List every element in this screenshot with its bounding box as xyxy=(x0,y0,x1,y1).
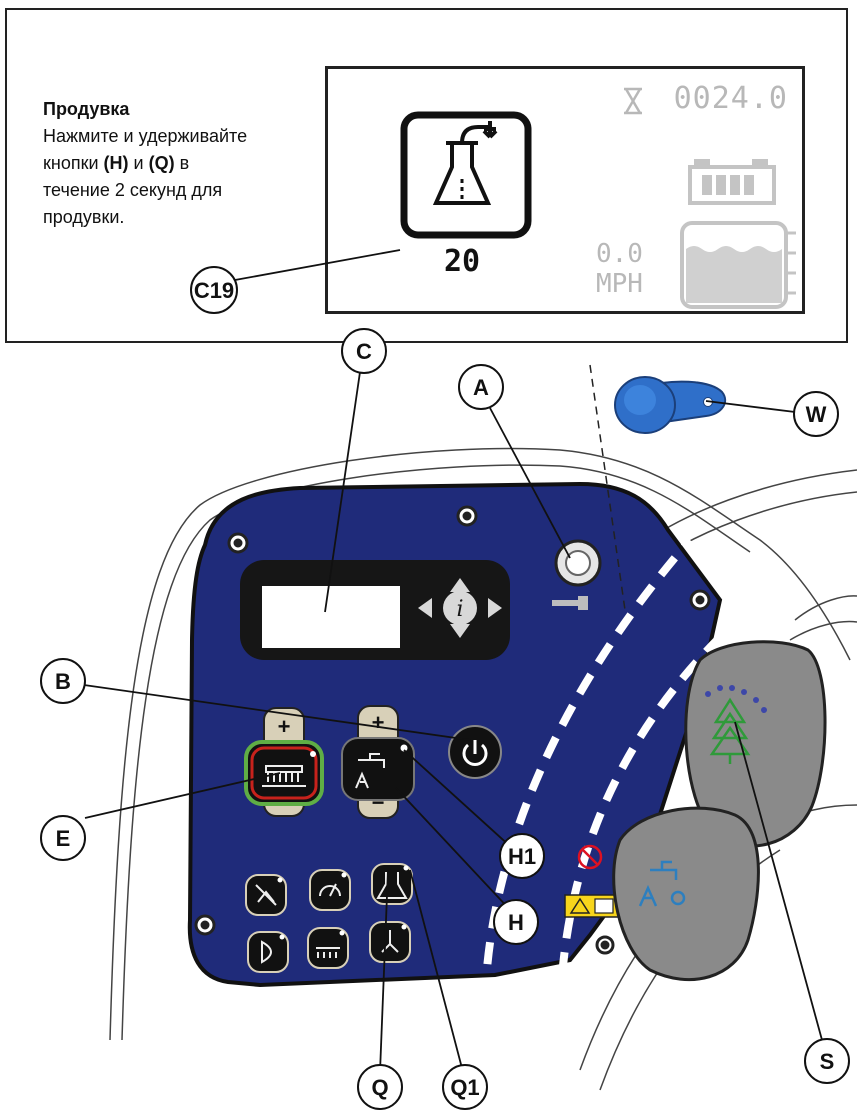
instruction-line4: продувки. xyxy=(43,207,125,227)
battery-icon xyxy=(688,159,776,205)
button-vacuum[interactable] xyxy=(369,921,411,963)
svg-text:S: S xyxy=(820,1049,835,1074)
callout-c19: C19 xyxy=(190,266,238,314)
solution-tap-icon xyxy=(638,860,686,907)
tree-scent-icon xyxy=(709,697,751,764)
instruction-line1: Нажмите и удерживайте xyxy=(43,126,248,146)
callout-a: A xyxy=(458,364,504,410)
callout-h1: H1 xyxy=(499,833,545,879)
svg-text:C: C xyxy=(356,339,372,364)
key-q-ref: (Q) xyxy=(148,153,175,173)
callout-s: S xyxy=(804,1038,850,1084)
purge-info-box: Продувка Нажмите и удерживайте кнопки (H… xyxy=(5,8,848,343)
safety-labels xyxy=(564,844,620,918)
solution-tap-icon xyxy=(355,753,385,789)
svg-text:C19: C19 xyxy=(194,278,234,303)
scrub-plus-icon[interactable]: + xyxy=(278,714,291,739)
callout-h: H xyxy=(493,899,539,945)
speed-readout: 0.0 MPH xyxy=(596,239,643,299)
navigation-pad[interactable]: i xyxy=(418,578,502,638)
speed-unit: MPH xyxy=(596,269,643,299)
button-headlight[interactable] xyxy=(247,931,289,973)
scrub-pressure-control[interactable]: + − xyxy=(244,707,324,817)
button-solution-off[interactable] xyxy=(245,874,287,916)
instruction-line3: течение 2 секунд для xyxy=(43,180,223,200)
key-fob xyxy=(614,376,727,434)
key-h-ref: (H) xyxy=(103,153,129,173)
solution-plus-icon[interactable]: + xyxy=(372,710,385,735)
pedal-purge[interactable] xyxy=(684,640,827,848)
button-scrub-brush[interactable] xyxy=(307,927,349,969)
key-icon xyxy=(552,596,588,610)
callout-b: B xyxy=(40,658,86,704)
callout-w: W xyxy=(793,391,839,437)
scrub-brush-icon xyxy=(262,765,306,787)
svg-text:H: H xyxy=(508,910,524,935)
instruction-line2-mid: и xyxy=(128,153,149,173)
hour-meter: 0024.0 xyxy=(673,81,788,116)
callout-c: C xyxy=(341,328,387,374)
purge-count: 20 xyxy=(444,244,481,279)
instruction-title: Продувка xyxy=(43,99,130,119)
svg-text:i: i xyxy=(456,597,463,622)
display-screen xyxy=(262,586,400,648)
hourglass-icon xyxy=(624,87,642,115)
dashed-sweep-arcs xyxy=(481,537,763,1011)
button-purge[interactable] xyxy=(371,863,413,905)
callout-q: Q xyxy=(357,1064,403,1110)
pedal-solution[interactable] xyxy=(612,806,760,982)
panel-screws xyxy=(194,505,711,955)
svg-text:A: A xyxy=(473,375,489,400)
arrow-left-icon[interactable] xyxy=(418,598,432,618)
arrow-down-icon[interactable] xyxy=(450,624,470,638)
purge-flask-icon xyxy=(400,111,532,239)
svg-text:W: W xyxy=(806,402,827,427)
speed-value: 0.0 xyxy=(596,239,643,269)
function-buttons[interactable] xyxy=(245,863,413,973)
arrow-up-icon[interactable] xyxy=(450,578,470,592)
lcd-display: 0024.0 20 0.0 MPH xyxy=(325,66,805,314)
power-button[interactable] xyxy=(448,725,502,779)
leader-lines xyxy=(83,249,823,1073)
solution-control[interactable]: + − xyxy=(341,705,415,819)
callout-q1: Q1 xyxy=(442,1064,488,1110)
scent-dots xyxy=(705,685,767,713)
callout-e: E xyxy=(40,815,86,861)
info-icon[interactable] xyxy=(443,591,477,625)
key-switch[interactable] xyxy=(554,539,602,587)
svg-text:H1: H1 xyxy=(508,844,536,869)
svg-text:B: B xyxy=(55,669,71,694)
instruction-line2-prefix: кнопки xyxy=(43,153,104,173)
svg-text:Q1: Q1 xyxy=(450,1075,479,1100)
button-speed[interactable] xyxy=(309,869,351,911)
tank-icon xyxy=(680,221,796,309)
purge-instruction: Продувка Нажмите и удерживайте кнопки (H… xyxy=(43,96,313,231)
svg-text:E: E xyxy=(56,826,71,851)
arrow-right-icon[interactable] xyxy=(488,598,502,618)
svg-text:Q: Q xyxy=(371,1075,388,1100)
instruction-line2-suffix: в xyxy=(174,153,190,173)
